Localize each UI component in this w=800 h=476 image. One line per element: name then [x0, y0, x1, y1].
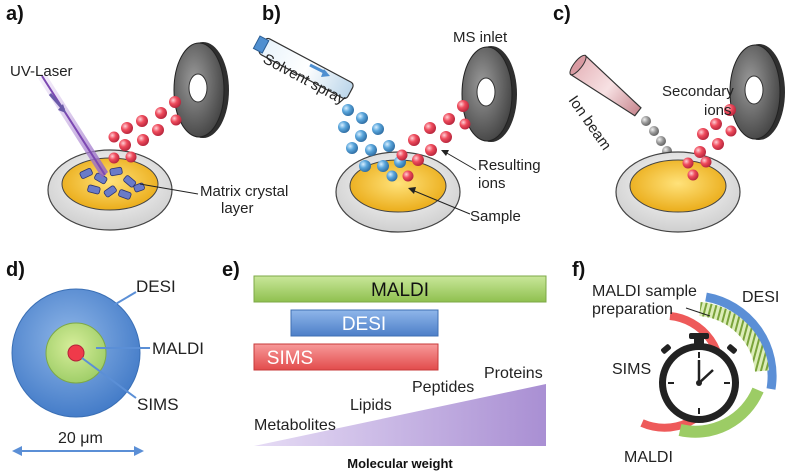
bar-desi: DESI [290, 309, 439, 337]
scale-bar [12, 446, 144, 456]
laser-arrow [48, 93, 66, 113]
molecule-metabolites: Metabolites [254, 417, 336, 434]
matrix-pointer [139, 183, 199, 195]
ions-a [108, 96, 182, 164]
molecule-lipids: Lipids [350, 397, 392, 414]
sample-label: Sample [470, 208, 521, 225]
resulting-ions-pointer [441, 150, 477, 171]
f-desi-label: DESI [742, 289, 779, 306]
ms-inlet-disc-c [729, 44, 785, 140]
d-desi-label: DESI [136, 277, 176, 296]
ms-inlet-disc-b [461, 46, 517, 142]
panel-d-label: d) [6, 259, 25, 281]
panel-d: d) DESI MALDI SIMS 20 μm [6, 259, 204, 456]
axis-title: Molecular weight [347, 456, 453, 471]
arc-maldi [678, 387, 764, 438]
panel-e-label: e) [222, 259, 240, 281]
bar-sims-label: SIMS [267, 348, 313, 369]
ions-b [396, 100, 471, 182]
ms-inlet-label: MS inlet [453, 29, 508, 46]
stopwatch-icon [659, 333, 739, 423]
d-maldi-label: MALDI [152, 339, 204, 358]
secondary-ions-line2: ions [704, 102, 732, 119]
ion-beam-label: Ion beam [565, 93, 615, 154]
matrix-label-line1: Matrix crystal [200, 183, 288, 200]
panel-c-label: c) [553, 3, 571, 25]
molecule-peptides: Peptides [412, 379, 474, 396]
molecular-weight-wedge [254, 384, 546, 446]
solvent-spray-nozzle [252, 35, 354, 100]
bar-maldi-label: MALDI [371, 280, 429, 301]
panel-b: b) Solvent spray MS inlet [252, 3, 541, 233]
resolution-circles [11, 288, 141, 418]
secondary-ions-line1: Secondary [662, 83, 734, 100]
spray-arrow [309, 63, 330, 77]
uv-laser-label: UV-Laser [10, 63, 73, 80]
matrix-crystals [79, 166, 145, 200]
ion-beam-gun [569, 54, 642, 117]
resulting-ions-line1: Resulting [478, 157, 541, 174]
resulting-ions-line2: ions [478, 175, 506, 192]
f-sims-label: SIMS [612, 361, 651, 378]
panel-c: c) Ion beam [553, 3, 785, 233]
scale-bar-label: 20 μm [58, 430, 103, 447]
f-maldi-label: MALDI [624, 449, 673, 466]
bar-maldi: MALDI [253, 275, 547, 303]
panel-f-label: f) [572, 259, 585, 281]
panel-e: e) MALDI DESI SIMS Metabolites Lipids Pe… [222, 259, 547, 471]
ions-c [682, 104, 737, 181]
sample-pointer [408, 187, 471, 215]
arc-desi [705, 292, 777, 390]
sample-dish-c [615, 151, 741, 233]
f-prep-pointer [685, 307, 711, 317]
bar-sims: SIMS [253, 343, 439, 371]
arc-maldi-prep [699, 302, 769, 372]
bar-desi-label: DESI [342, 314, 386, 335]
sample-dish-b [335, 151, 461, 233]
panel-f: f) MALDI sample prepa [572, 259, 779, 466]
ms-inlet-disc-a [173, 42, 229, 138]
molecule-proteins: Proteins [484, 365, 543, 382]
panel-b-label: b) [262, 3, 281, 25]
f-prep-line2: preparation [592, 301, 673, 318]
f-prep-line1: MALDI sample [592, 283, 697, 300]
panel-a-label: a) [6, 3, 24, 25]
d-pointers [81, 291, 150, 399]
panel-a: a) [6, 3, 288, 231]
matrix-label-line2: layer [221, 200, 254, 217]
d-sims-label: SIMS [137, 395, 179, 414]
